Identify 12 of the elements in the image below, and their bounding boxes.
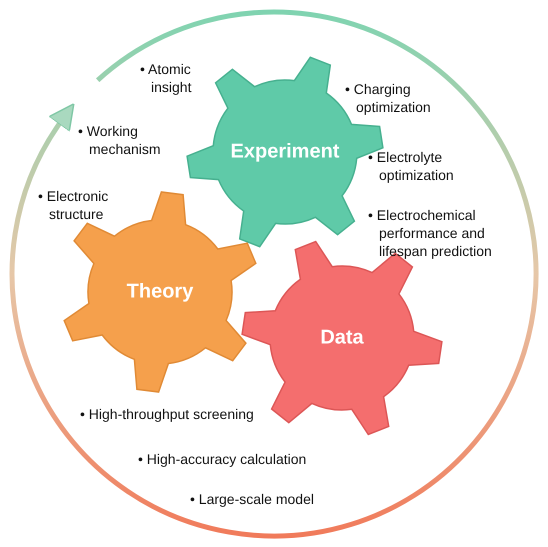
- bullet-note: • Electrochemical performance and lifespan prediction: [368, 206, 493, 260]
- gear-label: Experiment: [230, 140, 340, 164]
- bullet-note: • Charging optimization: [345, 80, 432, 116]
- bullet-note: • Atomic insight: [140, 60, 192, 96]
- gear-label: Theory: [126, 280, 194, 304]
- bullet-note: • Large-scale model: [190, 490, 315, 508]
- bullet-note: • Electronic structure: [38, 187, 110, 223]
- bullet-note: • High-accuracy calculation: [138, 450, 308, 468]
- gear-label: Data: [320, 326, 364, 350]
- bullet-note: • Electrolyte optimization: [368, 148, 455, 184]
- bullet-note: • High-throughput screening: [80, 405, 255, 423]
- bullet-note: • Working mechanism: [78, 122, 162, 158]
